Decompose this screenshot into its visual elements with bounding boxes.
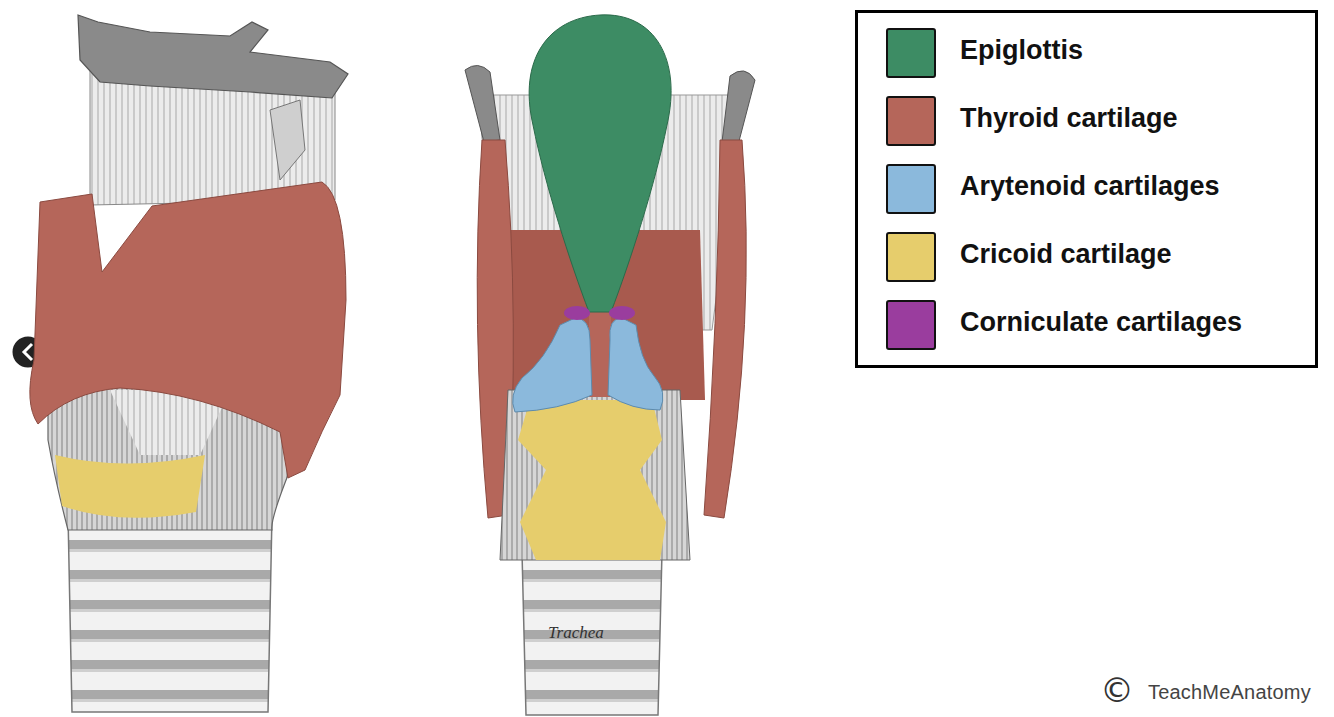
legend-text: Thyroid cartilage	[960, 103, 1178, 134]
posterior-larynx	[465, 15, 755, 715]
legend-swatch	[886, 96, 936, 146]
legend-swatch	[886, 232, 936, 282]
legend-row: Thyroid cartilage	[886, 96, 1306, 146]
legend-swatch	[886, 300, 936, 350]
legend-text: Corniculate cartilages	[960, 307, 1242, 338]
legend-row: Corniculate cartilages	[886, 300, 1306, 350]
legend-row: Arytenoid cartilages	[886, 164, 1306, 214]
legend-swatch	[886, 164, 936, 214]
legend-row: Cricoid cartilage	[886, 232, 1306, 282]
trachea-label: Trachea	[548, 624, 604, 643]
watermark: TeachMeAnatomy	[1148, 681, 1311, 703]
legend-box: EpiglottisThyroid cartilageArytenoid car…	[855, 10, 1318, 368]
legend-row: Epiglottis	[886, 28, 1306, 78]
legend-text: Epiglottis	[960, 35, 1083, 66]
legend-swatch	[886, 28, 936, 78]
anterior-larynx	[30, 15, 348, 712]
copyright-mark: ©	[1100, 672, 1134, 709]
legend-text: Arytenoid cartilages	[960, 171, 1220, 202]
legend-text: Cricoid cartilage	[960, 239, 1172, 270]
